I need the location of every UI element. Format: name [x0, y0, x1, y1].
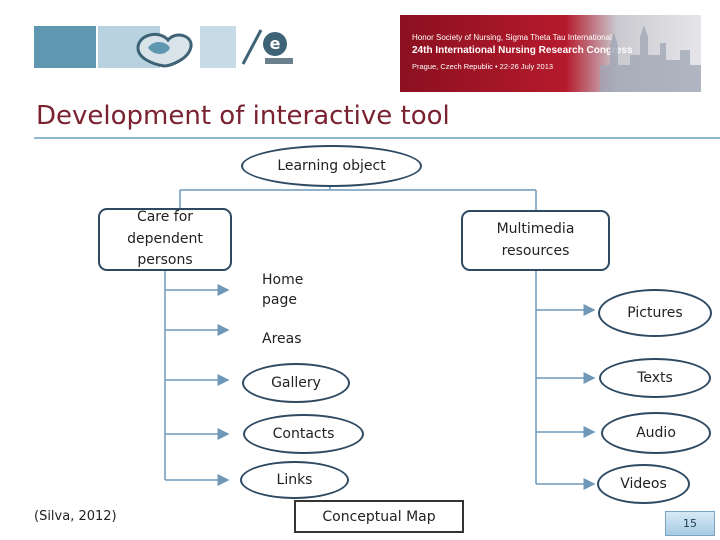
node-label: Contacts [272, 425, 335, 442]
node-multimedia-resources: Multimedia resources [461, 210, 610, 271]
logo-tile [200, 26, 236, 68]
node-texts: Texts [599, 358, 711, 398]
node-label: Gallery [271, 374, 321, 391]
node-areas: Areas [262, 331, 302, 347]
node-label: Pictures [627, 304, 683, 321]
banner-line: Honor Society of Nursing, Sigma Theta Ta… [412, 33, 612, 42]
e-school-logo-icon: e [241, 29, 293, 65]
banner-line: Prague, Czech Republic • 22-26 July 2013 [412, 62, 554, 71]
node-learning-object: Learning object [241, 145, 422, 187]
node-home-page: Home page [262, 272, 304, 309]
slide-title: Development of interactive tool [36, 101, 450, 131]
node-label: Learning object [277, 157, 386, 174]
node-label: Care for dependent persons [127, 208, 203, 269]
partner-logos: e [34, 26, 298, 68]
node-label: Links [276, 471, 313, 488]
page-number-badge: 15 [665, 511, 715, 536]
banner-line: 24th International Nursing Research Cong… [412, 45, 633, 56]
citation: (Silva, 2012) [34, 509, 117, 524]
prague-skyline-icon [600, 25, 701, 92]
node-care-for-dependent-persons: Care for dependent persons [98, 208, 232, 271]
node-links: Links [240, 461, 349, 499]
node-label: Videos [620, 475, 667, 492]
page-number: 15 [683, 517, 697, 530]
node-contacts: Contacts [243, 414, 364, 454]
node-gallery: Gallery [242, 363, 350, 403]
heart-logo-icon [136, 32, 193, 68]
title-divider [34, 137, 720, 139]
node-videos: Videos [597, 464, 690, 504]
node-label: Audio [636, 424, 676, 441]
logo-tile [34, 26, 96, 68]
caption-box: Conceptual Map [294, 500, 464, 533]
node-audio: Audio [601, 412, 711, 454]
node-label: Multimedia resources [496, 220, 575, 259]
node-label: Texts [637, 369, 673, 386]
caption-label: Conceptual Map [322, 508, 436, 525]
conference-banner: Honor Society of Nursing, Sigma Theta Ta… [400, 15, 701, 92]
svg-text:e: e [270, 34, 281, 53]
node-pictures: Pictures [598, 289, 712, 337]
